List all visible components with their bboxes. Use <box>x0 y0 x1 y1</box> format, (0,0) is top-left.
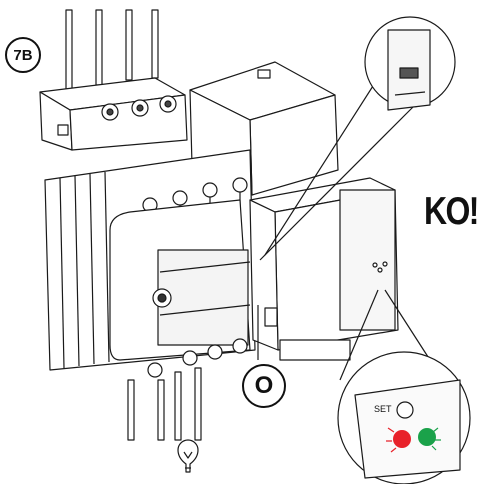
bottom-terminals <box>147 338 351 378</box>
led-right-indicator <box>418 427 441 451</box>
led-zoom-lines <box>339 289 431 381</box>
led-left-indicator <box>386 427 411 453</box>
step-badge: 7B <box>5 37 41 73</box>
step-label: 7B <box>13 46 33 64</box>
led-set-button <box>396 401 414 419</box>
bottom-cables <box>127 367 202 441</box>
top-cables <box>65 9 159 91</box>
lever-detail-zoom <box>364 16 456 111</box>
lamp-icon <box>177 439 199 473</box>
switch-position-badge: O <box>242 364 286 408</box>
addon-block <box>249 177 399 351</box>
front-cover <box>109 199 251 361</box>
result-label: KO! <box>424 190 479 233</box>
switch-position-label: O <box>254 372 274 399</box>
rear-terminal-block <box>39 77 188 151</box>
set-button-label: SET <box>374 404 392 414</box>
lever-zoom-lines <box>259 74 421 261</box>
